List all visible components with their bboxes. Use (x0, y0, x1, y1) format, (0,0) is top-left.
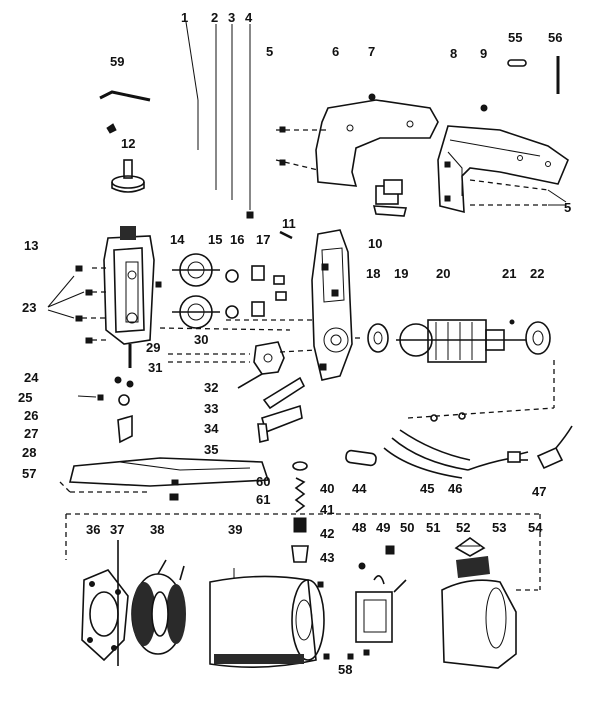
label-4: 4 (245, 10, 253, 25)
plunger-33-34 (257, 376, 306, 443)
label-14: 14 (170, 232, 185, 247)
screws-23 (47, 265, 108, 344)
washer-21 (509, 319, 515, 325)
armature-20 (396, 319, 526, 363)
label-44: 44 (352, 481, 367, 496)
label-11: 11 (282, 216, 296, 231)
switch-10 (372, 179, 408, 217)
label-43: 43 (320, 550, 334, 565)
handle-left-half (275, 93, 439, 187)
gear-case-13 (103, 226, 162, 368)
screw-61 (169, 493, 179, 501)
label-56: 56 (548, 30, 562, 45)
label-16: 16 (230, 232, 244, 247)
label-38: 38 (150, 522, 164, 537)
label-48: 48 (352, 520, 366, 535)
label-2: 2 (211, 10, 218, 25)
label-17: 17 (256, 232, 270, 247)
spring-bushings-40-43 (291, 461, 309, 563)
shoe-35 (59, 457, 270, 493)
label-27: 27 (24, 426, 38, 441)
label-33: 33 (204, 401, 218, 416)
label-6-top: 6 (332, 44, 339, 59)
label-22: 22 (530, 266, 544, 281)
label-49: 49 (376, 520, 390, 535)
screw-60 (171, 479, 179, 486)
label-54: 54 (528, 520, 543, 535)
label-47: 47 (532, 484, 546, 499)
label-18: 18 (366, 266, 380, 281)
hex-wrench-59 (99, 90, 151, 102)
label-32: 32 (204, 380, 218, 395)
label-41: 41 (320, 502, 334, 517)
label-10: 10 (368, 236, 382, 251)
label-61: 61 (256, 492, 270, 507)
label-39: 39 (228, 522, 242, 537)
label-19: 19 (394, 266, 408, 281)
label-40: 40 (320, 481, 334, 496)
pin-55 (507, 59, 527, 67)
label-57: 57 (22, 466, 36, 481)
label-37: 37 (110, 522, 124, 537)
label-15: 15 (208, 232, 222, 247)
cord-plug (467, 451, 529, 471)
label-42: 42 (320, 526, 334, 541)
leader-lines-top (185, 21, 254, 219)
label-25: 25 (18, 390, 32, 405)
bearing-19 (367, 323, 389, 353)
label-20: 20 (436, 266, 450, 281)
label-7: 7 (368, 44, 375, 59)
label-13: 13 (24, 238, 38, 253)
label-9: 9 (480, 46, 487, 61)
screw-11 (279, 230, 293, 240)
label-52: 52 (456, 520, 470, 535)
motor-housing-39 (209, 568, 354, 668)
end-plate-36 (81, 569, 129, 662)
label-5-right: 5 (564, 200, 571, 215)
rear-housing-51 (441, 579, 538, 669)
motor-frame-18 (311, 229, 353, 381)
label-26: 26 (24, 408, 38, 423)
label-55: 55 (508, 30, 522, 45)
leader-lines-mid (159, 319, 360, 363)
field-coil-38 (131, 559, 186, 655)
label-60: 60 (256, 474, 270, 489)
label-53: 53 (492, 520, 506, 535)
label-31: 31 (148, 360, 162, 375)
label-36: 36 (86, 522, 100, 537)
strain-relief-47 (536, 425, 573, 470)
label-50: 50 (400, 520, 414, 535)
label-28: 28 (22, 445, 36, 460)
part-labels: 1 2 3 4 5 6 7 8 9 55 56 59 12 11 10 13 1… (18, 10, 571, 677)
label-51: 51 (426, 520, 440, 535)
label-1: 1 (181, 10, 188, 25)
counterweight-32 (237, 341, 285, 389)
label-35: 35 (204, 442, 218, 457)
brush-44 (345, 449, 377, 467)
label-21: 21 (502, 266, 516, 281)
label-46: 46 (448, 481, 462, 496)
label-12: 12 (121, 136, 135, 151)
handle-right-half (437, 104, 569, 214)
small-parts-24-28 (77, 376, 134, 444)
gears-14 (172, 253, 220, 329)
bearing-22 (525, 321, 551, 355)
label-34: 34 (204, 421, 219, 436)
label-45: 45 (420, 481, 434, 496)
label-8: 8 (450, 46, 457, 61)
label-59: 59 (110, 54, 124, 69)
label-30: 30 (194, 332, 208, 347)
knob-12 (106, 123, 145, 193)
washers-15-16-17 (225, 265, 287, 319)
label-3: 3 (228, 10, 235, 25)
switch-bracket-48-50 (355, 545, 407, 656)
wiring-45-46 (383, 360, 555, 479)
label-5-top: 5 (266, 44, 273, 59)
label-23: 23 (22, 300, 36, 315)
label-29: 29 (146, 340, 160, 355)
label-24: 24 (24, 370, 39, 385)
cap-52-53 (454, 537, 490, 578)
label-58: 58 (338, 662, 352, 677)
